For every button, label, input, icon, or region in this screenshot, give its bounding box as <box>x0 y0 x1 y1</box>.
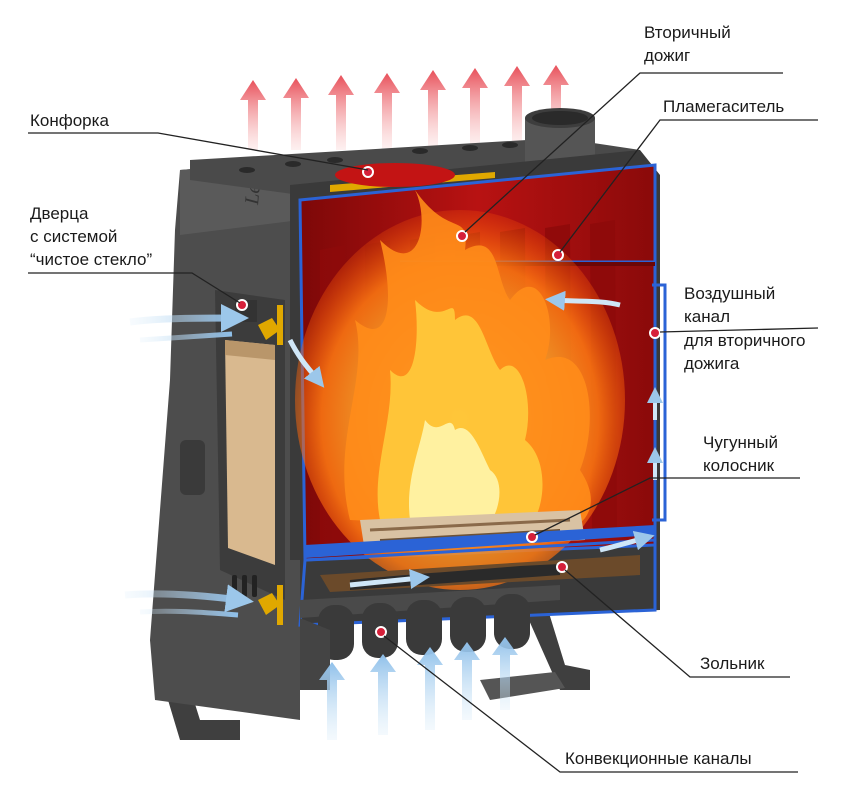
door-glass <box>225 340 275 565</box>
label-air-line4: дожига <box>684 354 740 373</box>
label-door-line1: Дверца <box>30 204 89 223</box>
hot-air-arrows <box>240 65 569 150</box>
hot-arrow-7 <box>504 66 530 144</box>
label-konforka: Конфорка <box>30 111 109 130</box>
cold-air-arrows <box>124 290 663 740</box>
label-grate-line1: Чугунный <box>703 433 779 452</box>
convection-arrow-5 <box>492 637 518 710</box>
label-air-line3: для вторичного <box>684 331 806 350</box>
convection-channels <box>300 585 560 690</box>
marker-secondary <box>456 230 468 242</box>
label-air-line1: Воздушный <box>684 284 776 303</box>
right-leg <box>520 600 590 690</box>
hot-arrow-5 <box>420 70 446 146</box>
marker-grate <box>526 531 538 543</box>
convection-arrow-3 <box>417 647 443 730</box>
convection-arrow-1 <box>319 662 345 740</box>
label-secondary-line1: Вторичный <box>644 23 731 42</box>
label-grate-line2: колосник <box>703 456 775 475</box>
hot-arrow-2 <box>283 78 309 150</box>
hot-arrow-3 <box>328 75 354 150</box>
hot-arrow-8 <box>543 65 569 140</box>
door-assembly <box>180 290 285 625</box>
label-convection: Конвекционные каналы <box>565 749 752 768</box>
fire-flames <box>295 190 625 590</box>
marker-convection <box>375 626 387 638</box>
leader-lines <box>28 72 819 773</box>
label-secondary-line2: дожиг <box>644 46 691 65</box>
marker-ashpan <box>556 561 568 573</box>
convection-arrow-2 <box>370 654 396 735</box>
cast-iron-grate <box>305 525 655 558</box>
marker-konforka <box>362 166 374 178</box>
hot-arrow-6 <box>462 68 488 146</box>
hot-arrow-1 <box>240 80 266 150</box>
marker-arrester <box>552 249 564 261</box>
label-door-line3: “чистое стекло” <box>30 250 153 269</box>
label-ashpan: Зольник <box>700 654 765 673</box>
label-door-line2: с системой <box>30 227 118 246</box>
marker-air <box>649 327 661 339</box>
label-flame-arrester: Пламегаситель <box>663 97 785 116</box>
label-air-line2: канал <box>684 307 731 326</box>
door-handle <box>180 440 205 495</box>
hot-arrow-4 <box>374 73 400 148</box>
convection-arrow-4 <box>454 642 480 720</box>
